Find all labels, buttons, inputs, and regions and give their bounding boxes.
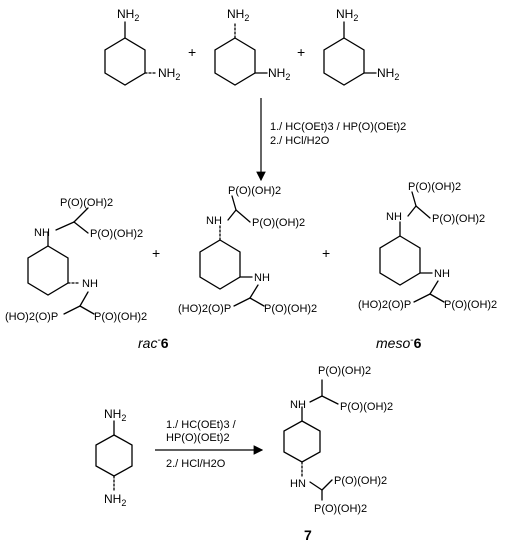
svg-text:P(O)(OH)2: P(O)(OH)2 <box>314 503 367 515</box>
conditions-step1: 1./ HC(OEt)3 / <box>166 419 237 431</box>
product-7: NH P(O)(OH)2 P(O)(OH)2 HN P(O)(OH)2 P(O)… <box>283 365 393 515</box>
plus-sign: + <box>152 245 160 261</box>
compound-label-7: 7 <box>304 527 312 543</box>
conditions-step1-cont: HP(O)(OEt)2 <box>166 432 230 444</box>
product-rac-6-b: NH P(O)(OH)2 P(O)(OH)2 NH (HO)2(O)P P(O)… <box>178 185 317 315</box>
nh2-label: NH2 <box>377 66 399 82</box>
svg-text:P(O)(OH)2: P(O)(OH)2 <box>60 197 113 209</box>
nh2-label: NH2 <box>104 492 126 508</box>
svg-text:NH: NH <box>434 268 450 280</box>
product-meso-6: NH P(O)(OH)2 P(O)(OH)2 NH (HO)2(O)P P(O)… <box>358 181 497 311</box>
svg-text:P(O)(OH)2: P(O)(OH)2 <box>90 228 143 240</box>
svg-text:(HO)2(O)P: (HO)2(O)P <box>178 303 231 315</box>
diamine-3: NH2 NH2 <box>323 7 399 86</box>
svg-text:P(O)(OH)2: P(O)(OH)2 <box>264 303 317 315</box>
svg-text:P(O)(OH)2: P(O)(OH)2 <box>94 311 147 323</box>
plus-sign: + <box>188 44 196 60</box>
plus-sign: + <box>297 44 305 60</box>
svg-text:(HO)2(O)P: (HO)2(O)P <box>5 311 58 323</box>
compound-label-rac-6: rac-6 <box>138 335 169 351</box>
svg-text:NH: NH <box>386 211 402 223</box>
conditions-step2: 2./ HCl/H2O <box>270 135 330 147</box>
diamine-1-4: NH2 NH2 <box>95 407 133 508</box>
svg-text:P(O)(OH)2: P(O)(OH)2 <box>408 181 461 193</box>
svg-text:(HO)2(O)P: (HO)2(O)P <box>358 299 411 311</box>
svg-text:P(O)(OH)2: P(O)(OH)2 <box>444 299 497 311</box>
svg-text:NH: NH <box>82 278 98 290</box>
svg-text:NH: NH <box>290 399 306 411</box>
svg-text:P(O)(OH)2: P(O)(OH)2 <box>432 213 485 225</box>
nh2-label: NH2 <box>117 7 139 23</box>
nh2-label: NH2 <box>227 7 249 23</box>
conditions-step2: 2./ HCl/H2O <box>166 458 226 470</box>
svg-text:HN: HN <box>290 478 306 490</box>
nh2-label: NH2 <box>158 66 180 82</box>
svg-text:P(O)(OH)2: P(O)(OH)2 <box>340 401 393 413</box>
compound-label-meso-6: meso-6 <box>376 335 422 351</box>
nh2-label: NH2 <box>336 7 358 23</box>
svg-text:P(O)(OH)2: P(O)(OH)2 <box>252 217 305 229</box>
svg-text:NH: NH <box>206 215 222 227</box>
svg-text:P(O)(OH)2: P(O)(OH)2 <box>318 365 371 377</box>
conditions-step1: 1./ HC(OEt)3 / HP(O)(OEt)2 <box>270 121 406 133</box>
nh2-label: NH2 <box>104 407 126 423</box>
plus-sign: + <box>322 245 330 261</box>
diamine-2: NH2 NH2 <box>214 7 290 86</box>
svg-text:NH: NH <box>34 227 50 239</box>
product-rac-6-a: NH P(O)(OH)2 P(O)(OH)2 NH (HO)2(O)P P(O)… <box>5 197 147 323</box>
diamine-1: NH2 NH2 <box>104 7 180 86</box>
svg-text:P(O)(OH)2: P(O)(OH)2 <box>334 475 387 487</box>
svg-text:NH: NH <box>254 272 270 284</box>
nh2-label: NH2 <box>268 66 290 82</box>
svg-text:P(O)(OH)2: P(O)(OH)2 <box>228 185 281 197</box>
